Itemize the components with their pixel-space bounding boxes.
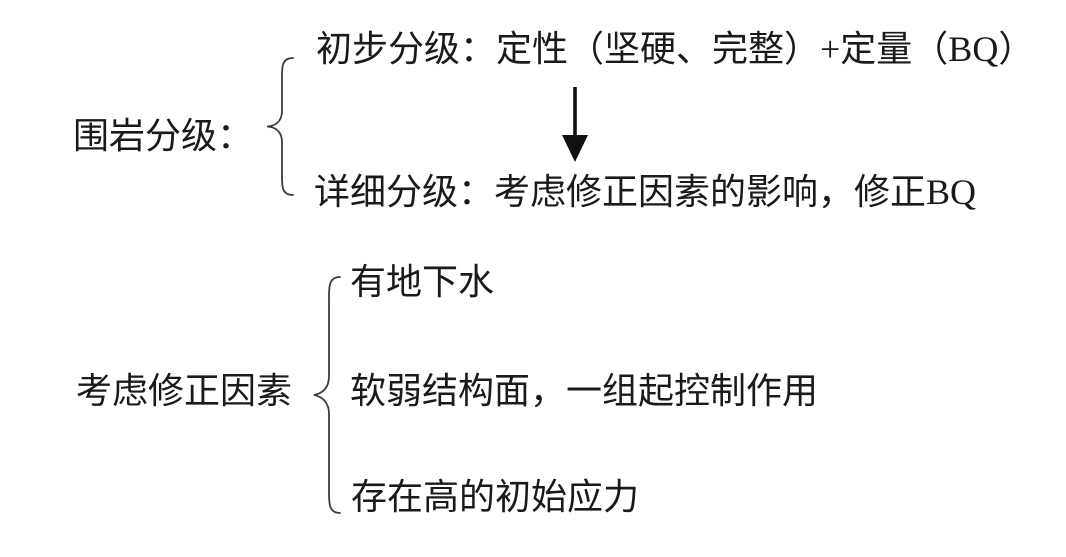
detailed-classification-text: 详细分级：考虑修正因素的影响，修正BQ [314, 172, 977, 212]
top-left-brace-icon [261, 56, 295, 202]
factor-item-high-initial-stress: 存在高的初始应力 [351, 477, 640, 517]
rock-classification-label: 围岩分级： [73, 116, 254, 156]
bottom-left-brace-icon [308, 275, 342, 520]
preliminary-classification-text: 初步分级：定性（坚硬、完整）+定量（BQ） [316, 29, 1035, 69]
correction-factors-label: 考虑修正因素 [76, 371, 293, 411]
factor-item-groundwater: 有地下水 [350, 262, 495, 302]
down-arrow-icon [560, 86, 590, 168]
factor-item-weak-structural-plane: 软弱结构面，一组起控制作用 [350, 371, 819, 411]
